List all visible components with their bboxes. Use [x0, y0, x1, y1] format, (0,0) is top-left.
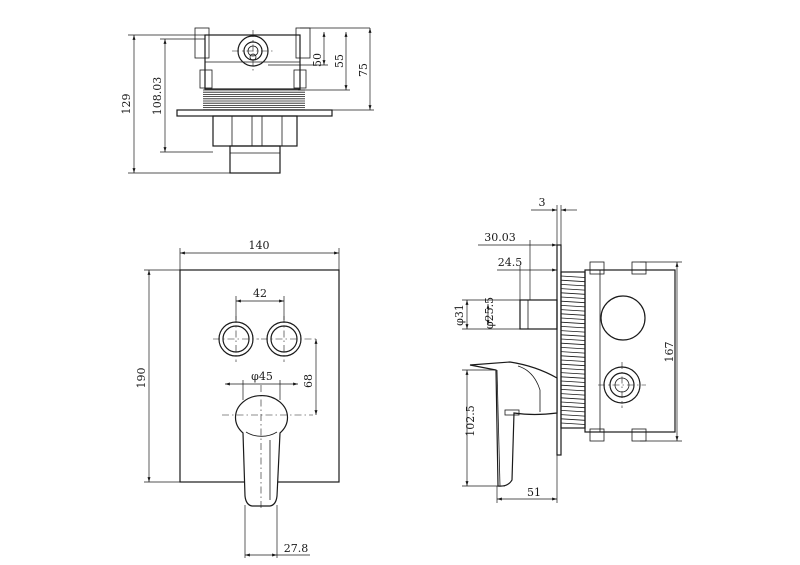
- thread-line: [560, 405, 586, 409]
- thread-line: [560, 342, 586, 346]
- stem-top: [229, 145, 281, 174]
- thread-line: [560, 418, 586, 421]
- top-view: 129 108.03 50 55 75: [120, 27, 374, 174]
- dim-68-label: 68: [302, 374, 315, 388]
- thread-line: [560, 305, 586, 308]
- dim-51-label: 51: [527, 486, 541, 499]
- side-handle: [469, 361, 558, 487]
- thread-line: [560, 330, 586, 333]
- side-thread-block: [560, 271, 586, 429]
- thread-line: [560, 313, 586, 316]
- thread-line: [560, 284, 586, 287]
- thread-line: [560, 359, 586, 362]
- thread-line: [560, 309, 586, 312]
- dim-24-5-label: 24.5: [498, 256, 523, 269]
- thread-line: [560, 292, 586, 295]
- front-view: 140 42 190 68 φ45 27.8: [135, 239, 340, 558]
- thread-line: [560, 321, 586, 325]
- dim-167-label: 167: [663, 342, 676, 363]
- dim-phi45-label: φ45: [251, 370, 273, 383]
- dim-140-label: 140: [249, 239, 270, 252]
- side-valve-body: [584, 269, 676, 433]
- flange-top: [176, 109, 333, 117]
- thread-line: [560, 384, 586, 388]
- thread-line: [560, 288, 586, 291]
- thread-line: [560, 380, 586, 383]
- dim-190-label: 190: [135, 368, 148, 389]
- dim-27-8-label: 27.8: [284, 542, 309, 555]
- lever-handle: [234, 395, 289, 507]
- dim-phi31-label: φ31: [453, 304, 466, 326]
- dim-42-label: 42: [253, 287, 267, 300]
- threads-top: [203, 89, 305, 111]
- thread-line: [560, 422, 586, 425]
- dim-3-label: 3: [539, 196, 546, 209]
- thread-line: [560, 355, 586, 358]
- thread-line: [560, 414, 586, 417]
- dim-108-label: 108.03: [151, 77, 164, 116]
- thread-line: [560, 338, 586, 341]
- dim-30-03-label: 30.03: [484, 231, 516, 244]
- dim-75-label: 75: [357, 63, 370, 77]
- dim-55-label: 55: [333, 54, 346, 68]
- thread-line: [560, 363, 586, 367]
- dim-phi25-5-label: φ25.5: [483, 297, 496, 329]
- thread-line: [560, 347, 586, 350]
- side-button: [519, 299, 558, 330]
- side-view: 3 30.03 24.5 φ31 φ25.5 167 102.5 51: [453, 196, 682, 503]
- dim-102-5-label: 102.5: [464, 405, 477, 437]
- thread-line: [560, 410, 586, 413]
- thread-line: [560, 397, 586, 400]
- thread-line: [560, 300, 586, 304]
- thread-line: [560, 372, 586, 375]
- thread-line: [560, 334, 586, 337]
- thread-line: [560, 393, 586, 396]
- thread-line: [560, 368, 586, 371]
- thread-line: [560, 275, 586, 278]
- side-port-upper: [600, 295, 646, 341]
- thread-line: [560, 326, 586, 329]
- thread-line: [560, 376, 586, 379]
- thread-line: [560, 317, 586, 320]
- thread-line: [560, 296, 586, 299]
- threads-side: [560, 275, 586, 425]
- thread-line: [560, 279, 586, 283]
- dim-50-label: 50: [311, 53, 324, 67]
- thread-line: [560, 351, 586, 354]
- thread-line: [560, 401, 586, 404]
- dim-129-label: 129: [120, 94, 133, 115]
- thread-line: [560, 389, 586, 392]
